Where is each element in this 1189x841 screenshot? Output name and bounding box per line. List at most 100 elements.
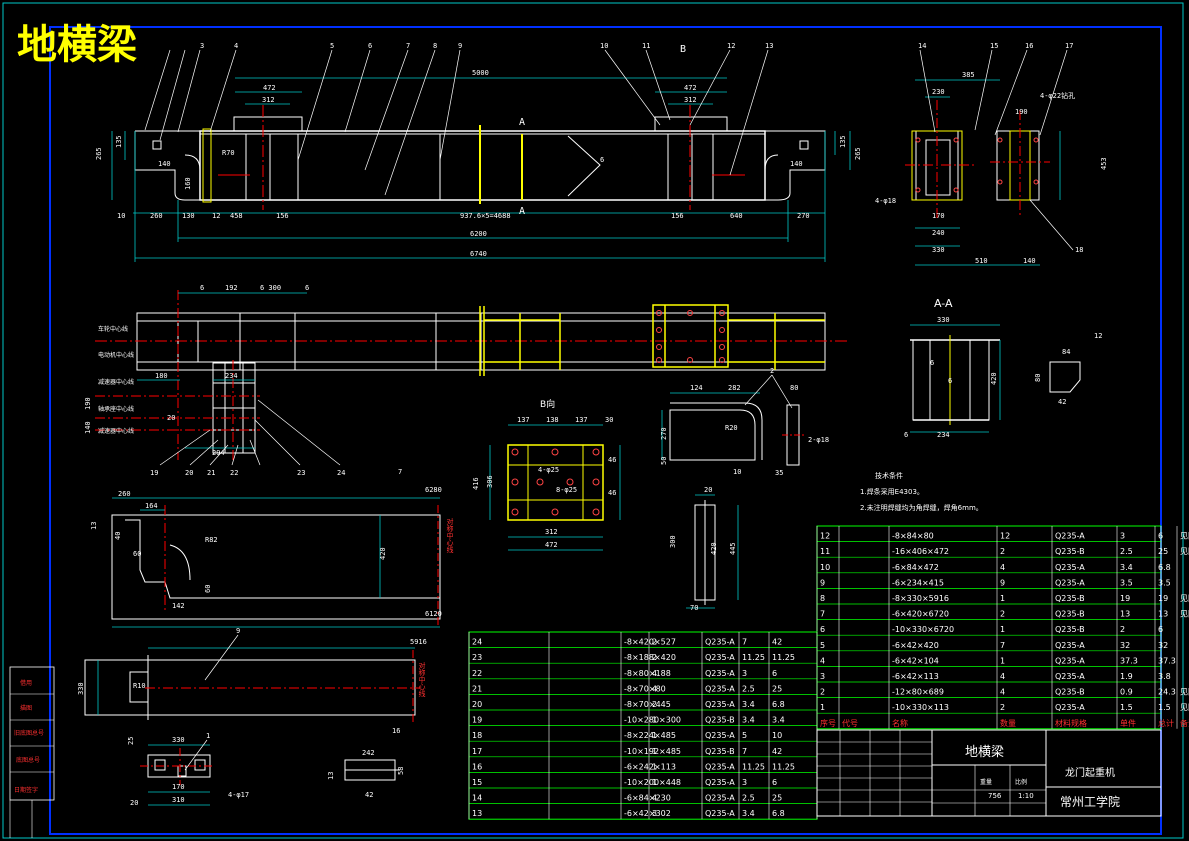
bom-right-cell: 10 [820, 563, 830, 572]
tech-line-2: 2.未注明焊缝均为角焊缝，焊角6mm。 [860, 503, 983, 512]
bom-right-cell: 3.5 [1158, 578, 1171, 587]
detail-part2: 124 282 R20 270 50 35 2-φ18 80 2 [660, 367, 829, 477]
dim-mid: 937.6×5=4688 [460, 212, 511, 220]
bom-right-cell: 4 [820, 656, 825, 665]
bom-left-cell: Q235-A [705, 638, 735, 647]
balloon-19: 19 [150, 469, 158, 477]
tb-weight-label: 重量 [980, 778, 992, 786]
aa-6a: 6 [930, 359, 934, 367]
bom-right-cell: 32 [1158, 641, 1168, 650]
bom-table-right: 12-8×84×8012Q235-A36见图11-16×406×4722Q235… [816, 525, 1189, 730]
side-dim-510: 510 [975, 257, 988, 265]
bom-right-cell: 3.4 [1120, 563, 1133, 572]
p9-5916: 5916 [410, 638, 427, 646]
bom-right-cell: Q235-A [1055, 641, 1085, 650]
tb-scale-label: 比例 [1015, 778, 1027, 786]
side-dim-4phi22: 4-φ22钻孔 [1040, 91, 1075, 100]
bom-right-cell: 6 [1158, 625, 1163, 634]
balloon-10-detail: 10 [733, 468, 741, 476]
tb-weight: 756 [988, 792, 1002, 800]
end-right [764, 130, 826, 201]
bom-left-cell: 2.5 [742, 684, 755, 693]
balloon-20: 20 [185, 469, 193, 477]
bom-right-cell: 2.5 [1120, 547, 1133, 556]
balloon-12: 12 [727, 42, 735, 50]
balloons-front [144, 49, 769, 196]
bv-306: 306 [486, 475, 494, 488]
d2-124: 124 [690, 384, 703, 392]
bom-right-cell: -6×42×113 [892, 672, 939, 681]
dim-458: 458 [230, 212, 243, 220]
d16-13: 13 [327, 772, 335, 780]
bom-left-cell: 42 [772, 638, 782, 647]
bom-left-cell: 4 [652, 794, 657, 803]
d10-70: 70 [690, 604, 698, 612]
bom-right-header: 数量 [1000, 718, 1016, 728]
detail-part12: 84 42 80 12 [1034, 332, 1102, 406]
bom-left-cell: Q235-A [705, 809, 735, 818]
d2-270: 270 [660, 427, 668, 440]
bom-right-cell: -10×330×6720 [892, 625, 954, 634]
balloon-7-detail: 7 [398, 468, 402, 476]
bom-right-cell: 3 [820, 672, 825, 681]
bom-left-cell: 11.25 [772, 762, 795, 771]
bom-right-cell: 2 [1120, 625, 1125, 634]
dim-135-r: 135 [839, 135, 847, 148]
bom-left-cell: 3.4 [742, 809, 755, 818]
bom-right-cell: 3 [1120, 532, 1125, 541]
balloon-17: 17 [1065, 42, 1073, 50]
bv-30: 30 [605, 416, 613, 424]
bom-left-cell: Q235-B [705, 747, 735, 756]
plan-note-3: 减速器中心线 [98, 378, 134, 386]
bom-right-cell: 12 [820, 532, 830, 541]
bom-left-cell: -6×84×230 [624, 794, 671, 803]
bom-left-cell: 17 [472, 747, 482, 756]
b-view: B向 137 138 137 30 4-φ25 8-φ25 46 46 416 … [472, 398, 621, 551]
plan-note-5: 减速器中心线 [98, 427, 134, 435]
bom-left-cell: 13 [472, 809, 482, 818]
d1-20a: 20 [130, 799, 138, 807]
dim-640: 640 [730, 212, 743, 220]
bom-right-cell: 32 [1120, 641, 1130, 650]
side-dim-170: 170 [932, 212, 945, 220]
bom-right-header: 材料规格 [1055, 718, 1087, 728]
bom-left-cell: 1 [652, 716, 657, 725]
cut-a-bottom: A [519, 206, 525, 217]
tech-title: 技术条件 [875, 471, 903, 480]
part7-plate: 260 6280 164 13 40 60 R82 420 142 6120 6… [90, 468, 454, 628]
stamp-5: 日期签字 [14, 786, 38, 794]
dim-140-r: 140 [790, 160, 803, 168]
bom-left-cell: -6×42×302 [624, 809, 671, 818]
hole-left [152, 140, 162, 150]
dim-312-r: 312 [684, 96, 697, 104]
p7-6120: 6120 [425, 610, 442, 618]
aa-420: 420 [990, 372, 998, 385]
p7-260: 260 [118, 490, 131, 498]
side-view: 385 230 190 170 240 330 510 140 453 4-φ1… [875, 42, 1108, 266]
d16-58: 58 [397, 767, 405, 775]
bom-right-cell: 13 [1120, 610, 1130, 619]
part9-plate: 5916 330 R10 9 对称中心线 [77, 627, 427, 725]
p7-420: 420 [379, 547, 387, 560]
dim-472-r: 472 [684, 84, 697, 92]
weld-arrow [567, 135, 601, 197]
p7-60b: 60 [204, 585, 212, 593]
plan-note-1: 车轮中心线 [98, 325, 128, 333]
aa-section: A-A 330 6 420 6 234 6 [904, 297, 1001, 439]
bom-left-cell: -8×80×188 [624, 669, 671, 678]
dim-156-r: 156 [671, 212, 684, 220]
bom-left-cell: 3 [652, 809, 657, 818]
p9-r10: R10 [133, 682, 146, 690]
d12-84: 84 [1062, 348, 1070, 356]
balloon-16-detail: 16 [392, 727, 400, 735]
bom-left-cell: 1 [652, 778, 657, 787]
balloon-23: 23 [297, 469, 305, 477]
bom-right-cell: -8×84×80 [892, 532, 934, 541]
bom-right-cell: 37.3 [1120, 656, 1138, 665]
bom-left-cell: 2.5 [742, 794, 755, 803]
bom-left-cell: -8×70×80 [624, 684, 666, 693]
plan-dim-20: 20 [167, 414, 175, 422]
d10-420: 420 [710, 542, 718, 555]
